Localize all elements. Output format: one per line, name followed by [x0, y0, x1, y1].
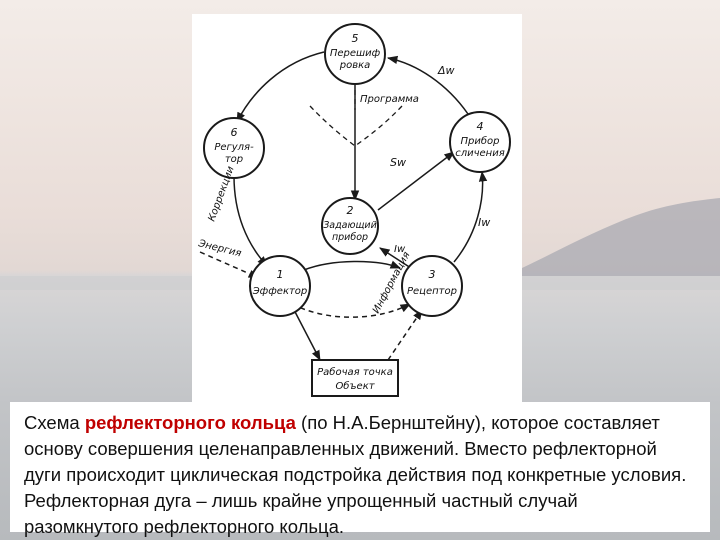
node-5-circle [324, 23, 386, 85]
node-5-label-1: Перешиф [330, 48, 381, 59]
caption: Схема рефлекторного кольца (по Н.А.Бернш… [10, 402, 710, 537]
energy-label: Энергия [196, 238, 242, 260]
caption-highlight: рефлекторного кольца [84, 412, 296, 433]
node-6-number: 6 [231, 126, 238, 139]
node-4-label-2: сличения [455, 148, 505, 159]
arc-3-to-4 [453, 170, 488, 263]
object-box-label-1: Рабочая точка [317, 366, 393, 378]
iw-label-right: Iw [478, 216, 490, 229]
node-6-circle [203, 117, 265, 179]
node-4-number: 4 [477, 120, 484, 133]
node-3-circle [401, 255, 463, 317]
node-1-circle [249, 255, 311, 317]
program-label: Программа [360, 94, 419, 105]
node-3-number: 3 [429, 268, 436, 281]
iw-label-center: Iw [394, 244, 406, 255]
arrow-2-to-4 [377, 151, 455, 211]
arc-5-to-6 [236, 51, 325, 123]
node-4-circle [449, 111, 511, 173]
arrow-1-to-object [291, 305, 321, 361]
object-box [311, 359, 399, 397]
node-6-label-2: тор [225, 154, 243, 165]
arrow-object-to-3 [387, 309, 423, 361]
arc-1-to-3-top [303, 260, 401, 271]
node-1-label: Эффектор [252, 286, 308, 297]
sw-label: Sw [390, 156, 406, 169]
program-line-right [354, 105, 403, 147]
object-box-label-2: Объект [335, 380, 375, 392]
arc-1-to-3-bottom [291, 303, 411, 318]
node-2-circle [321, 197, 379, 255]
node-6-label-1: Регуля- [214, 142, 254, 153]
node-4-label-1: Прибор [461, 135, 500, 147]
arc-6-to-1 [233, 175, 268, 267]
arc-4-to-5 [386, 55, 469, 115]
node-5-number: 5 [352, 32, 359, 45]
delta-w-label: Δw [437, 64, 455, 77]
node-1-number: 1 [277, 268, 284, 281]
caption-intro: Схема [24, 412, 85, 433]
program-line-left [309, 105, 356, 147]
diagram-panel: 5 Перешиф ровка 4 Прибор сличения 6 Регу… [192, 14, 522, 410]
node-2-label-1: Задающий [323, 220, 377, 231]
node-2-label-2: прибор [332, 232, 368, 243]
reflex-ring-diagram: 5 Перешиф ровка 4 Прибор сличения 6 Регу… [196, 23, 511, 397]
node-5-label-2: ровка [339, 60, 371, 71]
caption-body: (по Н.А.Бернштейну), которое составляет … [24, 412, 687, 537]
node-2-number: 2 [347, 204, 354, 217]
node-3-label: Рецептор [407, 286, 457, 297]
